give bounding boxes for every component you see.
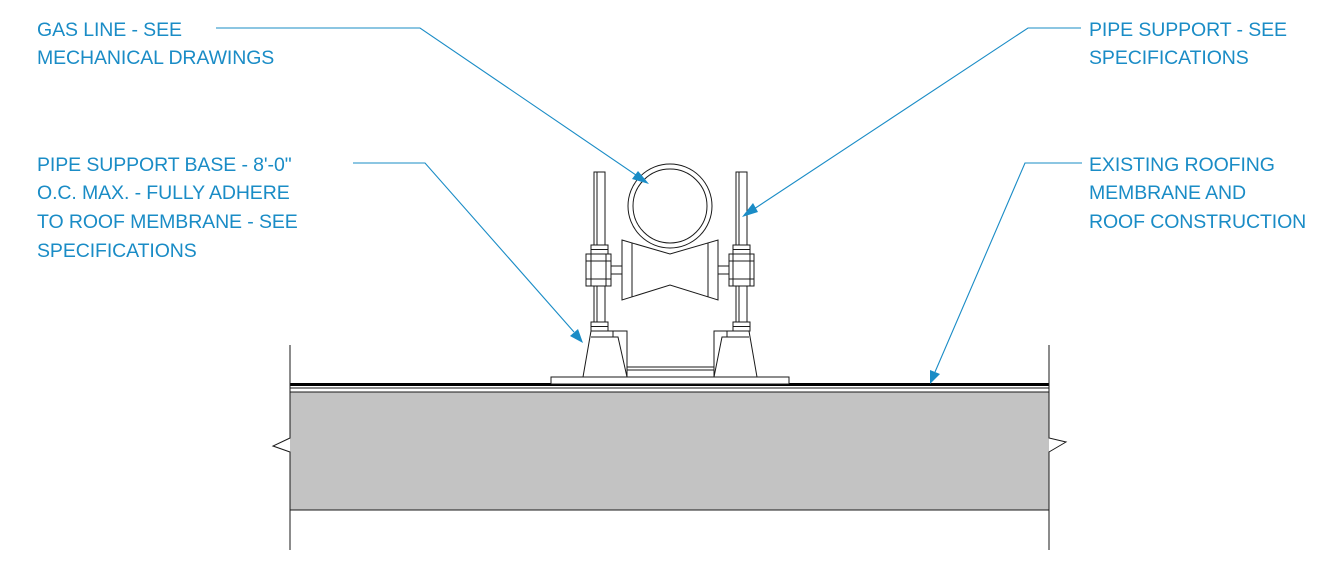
callout-pipe-support-line-1: PIPE SUPPORT - SEE — [1089, 19, 1287, 41]
leader-roofing — [930, 162, 1082, 384]
callout-gas-line-line-1: GAS LINE - SEE — [37, 19, 182, 41]
right-threaded-rod — [728, 171, 755, 332]
callout-pipe-support-line-2: SPECIFICATIONS — [1089, 47, 1249, 69]
support-base-plate — [550, 376, 790, 385]
callout-support-base: PIPE SUPPORT BASE - 8'-0" O.C. MAX. - FU… — [37, 154, 298, 262]
callout-gas-line: GAS LINE - SEE MECHANICAL DRAWINGS — [37, 19, 274, 69]
callout-roofing: EXISTING ROOFING MEMBRANE AND ROOF CONST… — [1089, 154, 1306, 233]
leader-support-base — [353, 162, 583, 343]
callout-roofing-line-3: ROOF CONSTRUCTION — [1089, 211, 1306, 233]
callout-roofing-line-1: EXISTING ROOFING — [1089, 154, 1275, 176]
callout-support-base-line-2: O.C. MAX. - FULLY ADHERE — [37, 182, 290, 204]
callout-support-base-line-3: TO ROOF MEMBRANE - SEE — [37, 211, 298, 233]
callout-pipe-support: PIPE SUPPORT - SEE SPECIFICATIONS — [1089, 19, 1287, 69]
leader-pipe-support — [742, 27, 1081, 217]
gas-pipe-inner — [632, 168, 708, 244]
pipe-support-assembly — [550, 163, 790, 385]
callout-support-base-line-4: SPECIFICATIONS — [37, 240, 197, 262]
pipe-roller — [621, 239, 719, 301]
leader-gas-line — [216, 27, 649, 184]
roof-deck-fill — [290, 392, 1049, 510]
right-break-line — [1048, 345, 1068, 550]
gas-pipe — [627, 163, 713, 249]
left-break-line — [271, 345, 291, 550]
left-threaded-rod — [585, 171, 612, 332]
callout-gas-line-line-2: MECHANICAL DRAWINGS — [37, 47, 274, 69]
callout-support-base-line-1: PIPE SUPPORT BASE - 8'-0" — [37, 154, 292, 176]
right-pedestal — [713, 330, 758, 378]
callout-roofing-line-2: MEMBRANE AND — [1089, 182, 1246, 204]
left-pedestal — [582, 330, 628, 378]
support-cross-channel — [626, 366, 715, 378]
